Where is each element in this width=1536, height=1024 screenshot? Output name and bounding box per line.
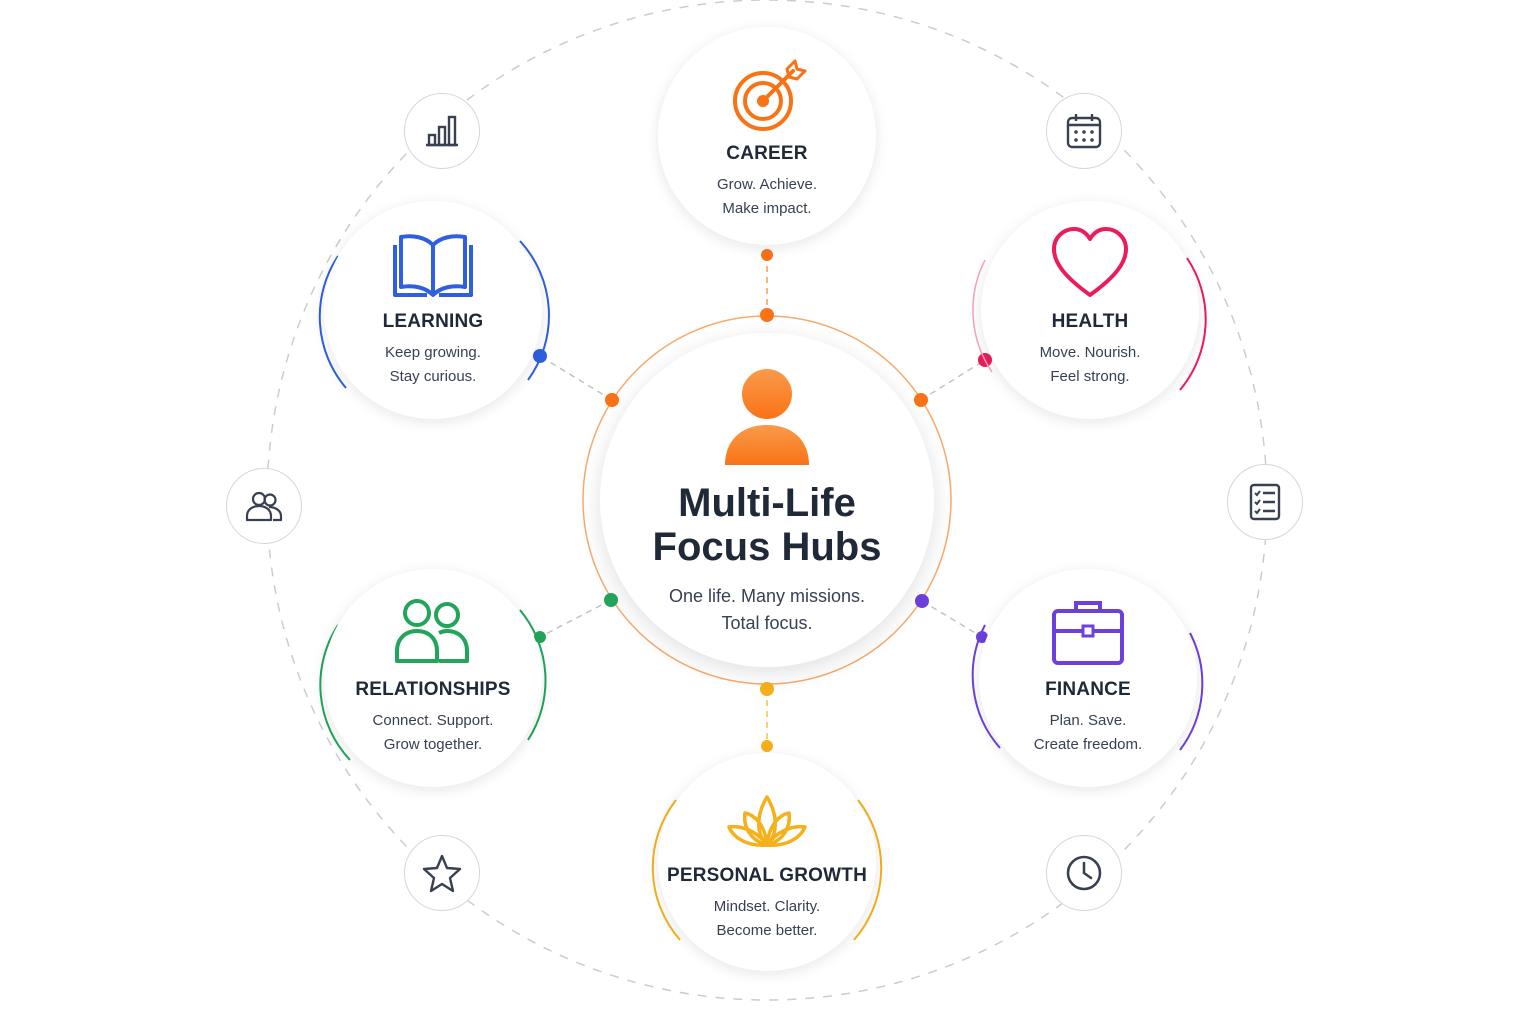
hub-tagline-2: Grow together. <box>383 736 483 753</box>
person-icon <box>725 369 809 465</box>
hub-personal-growth[interactable]: PERSONAL GROWTH Mindset. Clarity. Become… <box>658 753 876 971</box>
hub-tagline-2: Feel strong. <box>1050 368 1130 385</box>
hub-tagline-1: Connect. Support. <box>372 712 494 729</box>
hub-tagline-1: Mindset. Clarity. <box>713 898 821 915</box>
hub-relationships[interactable]: RELATIONSHIPS Connect. Support. Grow tog… <box>324 569 542 787</box>
hub-title: FINANCE <box>1045 679 1131 700</box>
growth-accent-arc <box>651 799 681 941</box>
hub-title: RELATIONSHIPS <box>355 679 511 700</box>
calendar-button[interactable] <box>1046 93 1122 169</box>
hub-title: HEALTH <box>1051 311 1129 332</box>
hub-finance[interactable]: FINANCE Plan. Save. Create freedom. <box>979 569 1197 787</box>
clock-icon <box>1066 855 1102 891</box>
star-button[interactable] <box>404 835 480 911</box>
hub-tagline-1: Plan. Save. <box>1049 712 1127 729</box>
hub-tagline-2: Make impact. <box>722 200 812 217</box>
connector-health <box>914 353 992 407</box>
connector-learning <box>533 349 619 407</box>
hub-tagline-1: Move. Nourish. <box>1039 344 1141 361</box>
checklist-button[interactable] <box>1227 464 1303 540</box>
bar-chart-button[interactable] <box>404 93 480 169</box>
center-subtitle-line2: Total focus. <box>721 613 813 633</box>
lotus-icon <box>727 795 807 847</box>
people-icon <box>395 599 469 663</box>
hub-tagline-1: Keep growing. <box>385 344 481 361</box>
hub-title: LEARNING <box>382 311 484 332</box>
heart-icon <box>1052 227 1128 297</box>
book-icon <box>393 234 473 297</box>
users-button[interactable] <box>226 468 302 544</box>
hub-tagline-2: Stay curious. <box>389 368 477 385</box>
center-title-line2: Focus Hubs <box>652 525 882 569</box>
hub-tagline-2: Become better. <box>716 922 818 939</box>
bar-chart-icon <box>426 115 458 147</box>
target-icon <box>733 59 807 131</box>
center-title-line1: Multi-Life <box>678 481 856 525</box>
center-subtitle-line1: One life. Many missions. <box>668 586 866 606</box>
clock-button[interactable] <box>1046 835 1122 911</box>
hub-tagline-2: Create freedom. <box>1033 736 1143 753</box>
connector-personal-growth <box>760 682 774 752</box>
hub-learning[interactable]: LEARNING Keep growing. Stay curious. <box>324 201 542 419</box>
center-hub: Multi-Life Focus Hubs One life. Many mis… <box>600 333 934 667</box>
hub-title: PERSONAL GROWTH <box>666 865 868 886</box>
star-icon <box>422 854 462 893</box>
connector-career <box>760 249 774 322</box>
hub-title: CAREER <box>726 143 808 164</box>
health-accent-arc <box>1179 257 1207 391</box>
finance-accent-arc <box>1179 632 1204 751</box>
hub-tagline-1: Grow. Achieve. <box>716 176 818 193</box>
hub-health[interactable]: HEALTH Move. Nourish. Feel strong. <box>981 201 1199 419</box>
hub-career[interactable]: CAREER Grow. Achieve. Make impact. <box>658 27 876 245</box>
checklist-icon <box>1249 483 1281 521</box>
users-icon <box>245 491 283 522</box>
calendar-icon <box>1066 114 1102 149</box>
briefcase-icon <box>1052 601 1124 665</box>
learning-accent-arc <box>318 255 347 389</box>
